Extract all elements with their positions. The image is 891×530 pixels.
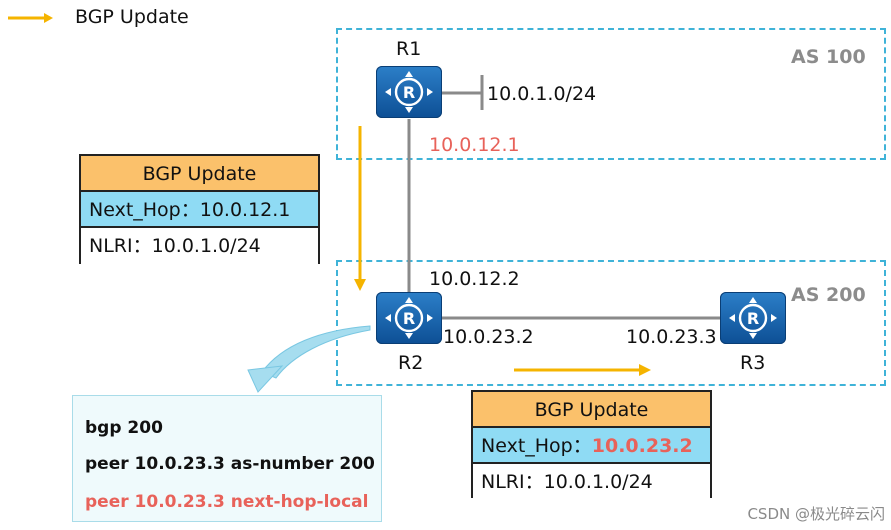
router-r2-label: R2: [398, 352, 424, 374]
legend-label: BGP Update: [75, 6, 189, 28]
update-arrow-r2-r3-head: [639, 364, 651, 376]
update-2-nlri: NLRI：10.0.1.0/24: [473, 464, 710, 500]
callout-arrow-head: [247, 365, 284, 393]
router-icon: R: [729, 297, 777, 339]
router-r1[interactable]: R: [376, 66, 442, 118]
update-1-next-hop: Next_Hop：10.0.12.1: [81, 192, 318, 228]
config-line-2: peer 10.0.23.3 as-number 200: [85, 454, 375, 474]
router-r3[interactable]: R: [720, 292, 786, 344]
svg-text:R: R: [403, 83, 415, 102]
update-2-next-hop: Next_Hop：10.0.23.2: [473, 428, 710, 464]
as-100-region: [336, 28, 886, 160]
router-icon: R: [385, 297, 433, 339]
r2-interface-ip-12: 10.0.12.2: [429, 268, 520, 290]
update-1-header: BGP Update: [81, 156, 318, 192]
r1-interface-ip: 10.0.12.1: [429, 134, 520, 156]
bgp-update-box-2: BGP Update Next_Hop：10.0.23.2 NLRI：10.0.…: [471, 390, 712, 500]
r2-config-box: bgp 200 peer 10.0.23.3 as-number 200 pee…: [72, 395, 382, 522]
router-r2[interactable]: R: [376, 292, 442, 344]
as-100-label: AS 100: [791, 46, 866, 68]
as-200-region: [336, 260, 886, 386]
update-1-nlri: NLRI：10.0.1.0/24: [81, 228, 318, 264]
svg-text:R: R: [403, 309, 415, 328]
r2-interface-ip-23: 10.0.23.2: [443, 326, 534, 348]
router-r1-label: R1: [396, 38, 422, 60]
config-line-3: peer 10.0.23.3 next-hop-local: [85, 492, 369, 512]
update-arrow-r1-r2-head: [354, 279, 366, 291]
watermark: CSDN @极光碎云闪: [747, 505, 885, 523]
svg-text:R: R: [747, 309, 759, 328]
bgp-update-box-1: BGP Update Next_Hop：10.0.12.1 NLRI：10.0.…: [79, 154, 320, 264]
router-icon: R: [385, 71, 433, 113]
router-r3-label: R3: [740, 352, 766, 374]
as-200-label: AS 200: [791, 284, 866, 306]
r3-interface-ip: 10.0.23.3: [626, 326, 717, 348]
config-line-1: bgp 200: [85, 418, 163, 438]
update-2-header: BGP Update: [473, 392, 710, 428]
network-prefix: 10.0.1.0/24: [487, 83, 597, 105]
legend-arrow-icon: [8, 13, 53, 23]
